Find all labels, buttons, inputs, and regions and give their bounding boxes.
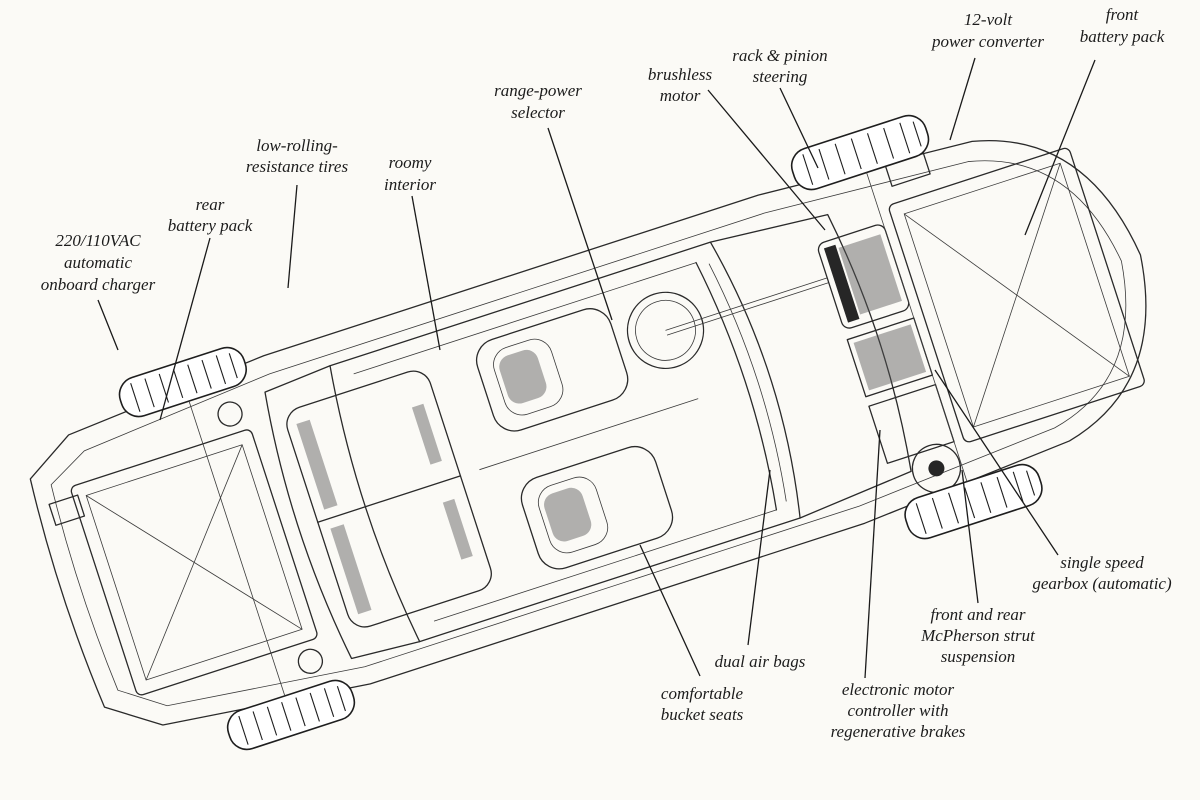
motor-assembly — [817, 224, 962, 494]
label-suspension-line-3: suspension — [941, 647, 1016, 666]
label-rear-battery-line-1: rear — [196, 195, 225, 214]
label-seats-line-2: bucket seats — [661, 705, 744, 724]
front-battery-pack — [888, 147, 1145, 443]
label-steering-line-1: rack & pinion — [732, 46, 827, 65]
front-left-tire — [790, 114, 930, 191]
car-body-outline — [29, 139, 1147, 726]
label-converter-line-2: power converter — [931, 32, 1044, 51]
onboard-charger — [48, 494, 86, 526]
label-charger-line-1: 220/110VAC — [55, 231, 141, 250]
label-gearbox-line-1: single speed — [1060, 553, 1144, 572]
label-suspension-line-2: McPherson strut — [920, 626, 1036, 645]
label-selector-line-2: selector — [511, 103, 565, 122]
label-controller-line-3: regenerative brakes — [831, 722, 966, 741]
label-gearbox-line-2: gearbox (automatic) — [1032, 574, 1172, 593]
label-controller-line-2: controller with — [848, 701, 949, 720]
label-controller: electronic motor controller with regener… — [831, 680, 966, 741]
label-motor-line-1: brushless — [648, 65, 713, 84]
label-front-battery-line-1: front — [1106, 5, 1140, 24]
label-suspension-line-1: front and rear — [930, 605, 1025, 624]
windshield — [709, 213, 912, 519]
label-suspension: front and rear McPherson strut suspensio… — [920, 605, 1036, 666]
label-seats: comfortable bucket seats — [661, 684, 744, 724]
label-motor-line-2: motor — [660, 86, 701, 105]
label-rear-battery-line-2: battery pack — [168, 216, 253, 235]
rear-left-tire — [118, 346, 247, 418]
rear-right-tire — [226, 679, 356, 751]
label-selector: range-power selector — [494, 81, 582, 122]
label-interior-line-1: roomy — [389, 153, 432, 172]
label-tires-line-1: low-rolling- — [256, 136, 338, 155]
label-converter: 12-volt power converter — [931, 10, 1044, 51]
label-selector-line-1: range-power — [494, 81, 582, 100]
label-motor: brushless motor — [648, 65, 713, 105]
car-illustration — [29, 114, 1147, 751]
label-seats-line-1: comfortable — [661, 684, 744, 703]
label-controller-line-1: electronic motor — [842, 680, 955, 699]
dashboard — [695, 261, 778, 511]
label-charger-line-3: onboard charger — [41, 275, 156, 294]
label-interior: roomy interior — [384, 153, 436, 194]
label-charger: 220/110VAC automatic onboard charger — [41, 231, 156, 294]
label-front-battery: front battery pack — [1080, 5, 1165, 46]
label-steering: rack & pinion steering — [732, 46, 827, 86]
label-tires: low-rolling- resistance tires — [246, 136, 349, 176]
rear-seat — [286, 370, 492, 628]
steering-wheel — [626, 277, 829, 370]
label-gearbox: single speed gearbox (automatic) — [1032, 553, 1172, 593]
front-right-tire — [904, 463, 1043, 540]
rear-battery-pack — [70, 429, 318, 696]
label-converter-line-1: 12-volt — [964, 10, 1013, 29]
label-airbags: dual air bags — [715, 652, 806, 671]
label-tires-line-2: resistance tires — [246, 157, 349, 176]
label-rear-battery: rear battery pack — [168, 195, 253, 235]
label-airbags-line-1: dual air bags — [715, 652, 806, 671]
leader-lines — [97, 57, 1096, 679]
label-charger-line-2: automatic — [64, 253, 132, 272]
bucket-seats — [475, 308, 699, 570]
label-interior-line-2: interior — [384, 175, 436, 194]
label-steering-line-2: steering — [753, 67, 808, 86]
label-front-battery-line-2: battery pack — [1080, 27, 1165, 46]
